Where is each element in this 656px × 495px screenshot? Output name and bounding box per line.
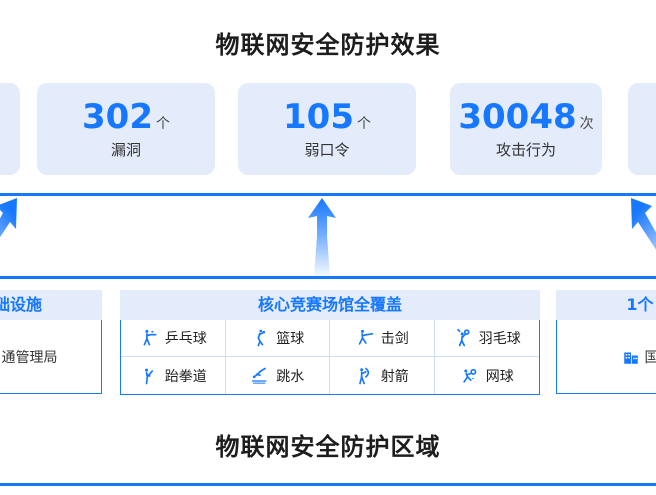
stat-card-vulnerabilities[interactable]: 302 个 漏洞	[37, 83, 215, 175]
sport-label: 射箭	[380, 368, 409, 385]
panel-body: 乒乓球 篮球	[120, 320, 540, 395]
stats-row: 302 个 漏洞 105 个 弱口令 30048 次 攻击行为	[0, 83, 656, 175]
sport-label: 羽毛球	[478, 331, 521, 347]
basketball-icon	[250, 328, 270, 348]
sport-label: 跳水	[276, 368, 305, 385]
panel-venue-count[interactable]: 1个 国	[556, 290, 656, 394]
sport-cell-diving[interactable]: 跳水	[226, 357, 330, 394]
stat-value-line: 302 个	[82, 98, 170, 136]
tennis-icon	[460, 366, 480, 386]
panel-body: 国	[556, 320, 656, 394]
page-title-bottom: 物联网安全防护区域	[215, 433, 441, 461]
arrow-up-right-edge-icon	[631, 198, 656, 250]
stat-unit: 次	[579, 116, 594, 132]
sport-label: 乒乓球	[164, 331, 207, 347]
sport-cell-basketball[interactable]: 篮球	[225, 320, 330, 357]
arrow-up-left-edge-icon	[0, 198, 17, 238]
table-tennis-icon	[139, 328, 159, 348]
facility-label: 通管理局	[1, 349, 58, 366]
sport-cell-badminton[interactable]: 羽毛球	[434, 320, 539, 357]
stat-card-weak-passwords[interactable]: 105 个 弱口令	[238, 83, 416, 175]
facility-item[interactable]: 国	[622, 347, 656, 367]
stat-unit: 个	[155, 116, 170, 132]
panel-body: 通管理局	[0, 320, 102, 394]
sport-label: 跆拳道	[164, 368, 207, 385]
sport-label: 击剑	[380, 331, 409, 347]
divider-line-top	[0, 193, 656, 196]
stat-card-partial-left[interactable]	[0, 83, 20, 175]
sport-cell-fencing[interactable]: 击剑	[330, 320, 435, 357]
panel-header: 核心竞赛场馆全覆盖	[120, 290, 540, 320]
sport-cell-tennis[interactable]: 网球	[435, 357, 540, 394]
panels-row: 础设施 通管理局 核	[0, 290, 656, 418]
archery-icon	[355, 366, 375, 386]
stat-card-attacks[interactable]: 30048 次 攻击行为	[450, 83, 602, 175]
sport-cell-archery[interactable]: 射箭	[330, 357, 435, 394]
panel-infrastructure[interactable]: 础设施 通管理局	[0, 290, 102, 394]
stat-number: 30048	[458, 97, 577, 137]
page-title-top: 物联网安全防护效果	[215, 31, 441, 59]
sports-grid: 乒乓球 篮球	[121, 320, 539, 394]
stat-card-partial-right[interactable]	[628, 83, 656, 175]
facility-label: 国	[644, 349, 656, 366]
stat-number: 302	[82, 97, 153, 137]
panel-venues[interactable]: 核心竞赛场馆全覆盖 乒乓球	[120, 290, 540, 395]
connector-band	[0, 193, 656, 279]
facility-item[interactable]: 通管理局	[0, 347, 58, 367]
sport-label: 篮球	[276, 331, 305, 347]
arrow-up-center-icon	[308, 198, 336, 276]
divider-line-bottom	[0, 276, 656, 279]
fencing-icon	[355, 328, 375, 348]
sport-label: 网球	[485, 368, 514, 385]
stat-unit: 个	[356, 116, 371, 132]
diving-icon	[250, 366, 270, 386]
stat-value-line: 105 个	[283, 98, 371, 136]
stat-label: 弱口令	[304, 141, 350, 159]
panel-header: 础设施	[0, 290, 102, 320]
panel-header: 1个	[556, 290, 656, 320]
stat-number: 105	[283, 97, 354, 137]
divider-line-footer	[0, 483, 656, 486]
sport-cell-taekwondo[interactable]: 跆拳道	[121, 357, 226, 394]
stat-label: 攻击行为	[495, 141, 556, 159]
taekwondo-icon	[139, 366, 159, 386]
stat-label: 漏洞	[110, 141, 141, 159]
building-icon	[622, 348, 640, 366]
badminton-icon	[453, 328, 473, 348]
stat-value-line: 30048 次	[458, 98, 593, 136]
sport-cell-table-tennis[interactable]: 乒乓球	[121, 320, 226, 357]
